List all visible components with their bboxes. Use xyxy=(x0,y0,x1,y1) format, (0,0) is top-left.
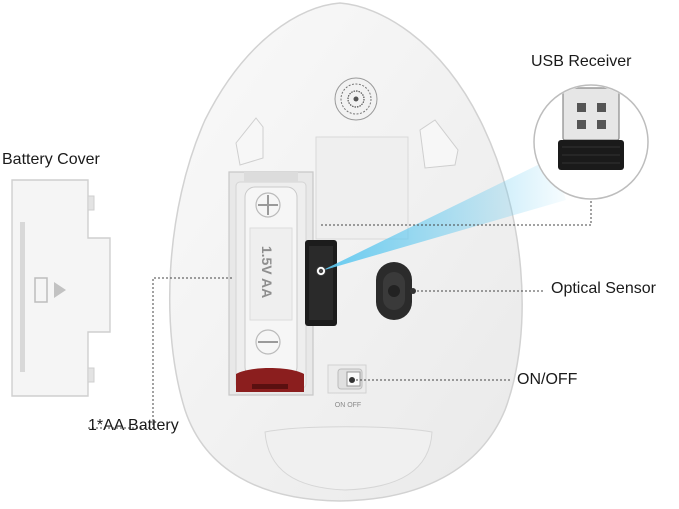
leader-dot-onoff xyxy=(349,377,355,383)
label-battery-cover: Battery Cover xyxy=(2,151,100,169)
battery-print: 1.5V AA xyxy=(259,246,275,298)
label-aa-battery: 1*AA Battery xyxy=(88,417,179,435)
aa-battery: 1.5V AA xyxy=(236,187,304,392)
leader-dot-sensor xyxy=(410,288,416,294)
optical-sensor-icon xyxy=(376,262,412,320)
switch-print: ON OFF xyxy=(335,402,361,409)
label-usb-receiver: USB Receiver xyxy=(531,53,631,71)
certification-seal-icon xyxy=(335,78,377,120)
label-on-off: ON/OFF xyxy=(517,371,577,389)
receiver-storage-recess xyxy=(316,137,408,239)
label-optical-sensor: Optical Sensor xyxy=(551,280,656,298)
usb-receiver-closeup xyxy=(534,85,648,199)
battery-cover xyxy=(12,180,110,396)
